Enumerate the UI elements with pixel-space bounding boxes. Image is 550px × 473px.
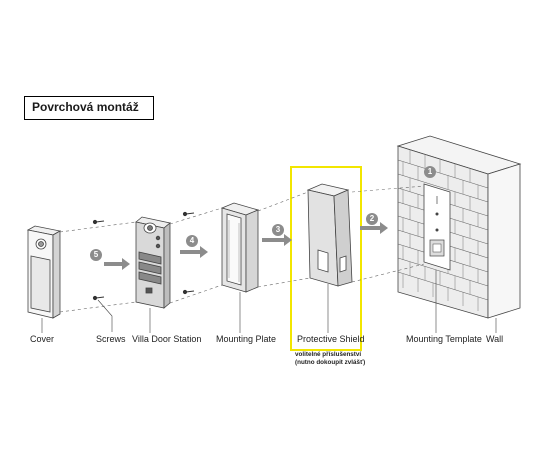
label-cover: Cover bbox=[30, 334, 55, 344]
optional-accessory-note: volitelné příslušenství (nutno dokoupit … bbox=[295, 351, 365, 367]
label-wall: Wall bbox=[486, 334, 504, 344]
step-3-badge: 3 bbox=[272, 224, 284, 236]
protective-shield bbox=[306, 183, 353, 287]
villa-door-station bbox=[135, 216, 171, 309]
label-mounting-plate: Mounting Plate bbox=[216, 334, 277, 344]
label-mounting-template: Mounting Template bbox=[406, 334, 482, 344]
note-line-1: volitelné příslušenství bbox=[295, 351, 362, 358]
note-line-2: (nutno dokoupit zvlášť) bbox=[295, 359, 366, 366]
label-protective-shield: Protective Shield bbox=[297, 334, 365, 344]
wall bbox=[396, 135, 522, 319]
step-1-badge: 1 bbox=[424, 166, 436, 178]
optional-accessory-highlight bbox=[290, 166, 362, 351]
page-title: Povrchová montáž bbox=[24, 96, 154, 120]
label-screws: Screws bbox=[96, 334, 126, 344]
step-5-badge: 5 bbox=[90, 249, 102, 261]
assembly-lines bbox=[59, 185, 425, 313]
step-arrows bbox=[104, 222, 388, 270]
step-2-badge: 2 bbox=[366, 213, 378, 225]
label-villa-door-station: Villa Door Station bbox=[132, 334, 202, 344]
step-4-badge: 4 bbox=[186, 235, 198, 247]
cover bbox=[26, 225, 62, 319]
leader-lines bbox=[41, 270, 497, 333]
mounting-template bbox=[423, 183, 451, 271]
mounting-plate bbox=[220, 202, 260, 293]
screws bbox=[92, 211, 195, 301]
